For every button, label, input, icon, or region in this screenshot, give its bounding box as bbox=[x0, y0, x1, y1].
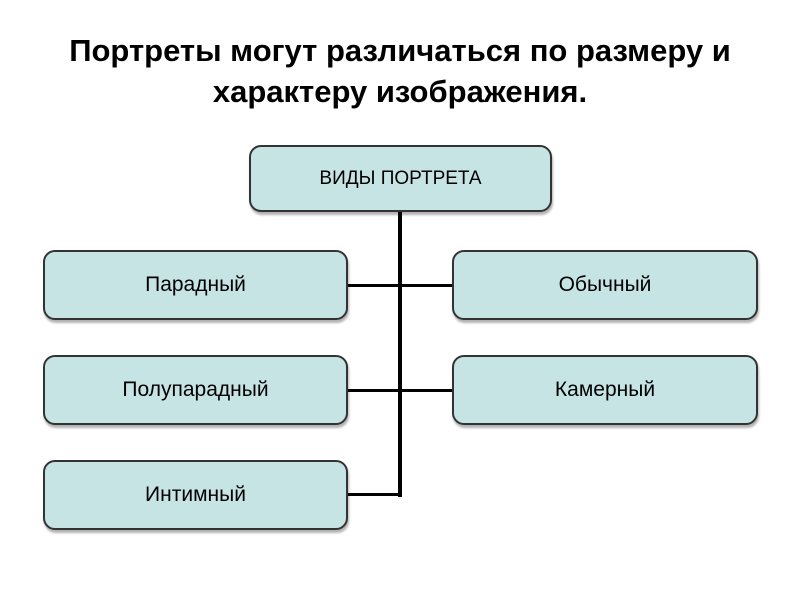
node-kamerny: Камерный bbox=[452, 355, 758, 425]
node-label: Обычный bbox=[558, 273, 652, 296]
node-label: ВИДЫ ПОРТРЕТА bbox=[319, 167, 482, 189]
node-obychny: Обычный bbox=[452, 250, 758, 320]
connector-vertical-stem bbox=[398, 210, 402, 497]
node-paradny: Парадный bbox=[43, 250, 348, 320]
slide-title: Портреты могут различаться по размеру и … bbox=[69, 33, 731, 109]
connector-row1 bbox=[348, 284, 452, 287]
node-label: Полупарадный bbox=[122, 378, 269, 401]
connector-row2 bbox=[348, 389, 452, 392]
node-label: Интимный bbox=[145, 483, 246, 506]
connector-row3 bbox=[348, 493, 400, 496]
node-label: Парадный bbox=[145, 273, 246, 296]
node-vidy-portreta: ВИДЫ ПОРТРЕТА bbox=[249, 145, 552, 212]
node-poluparadny: Полупарадный bbox=[43, 355, 348, 425]
node-intimny: Интимный bbox=[43, 460, 348, 530]
node-label: Камерный bbox=[554, 378, 656, 401]
